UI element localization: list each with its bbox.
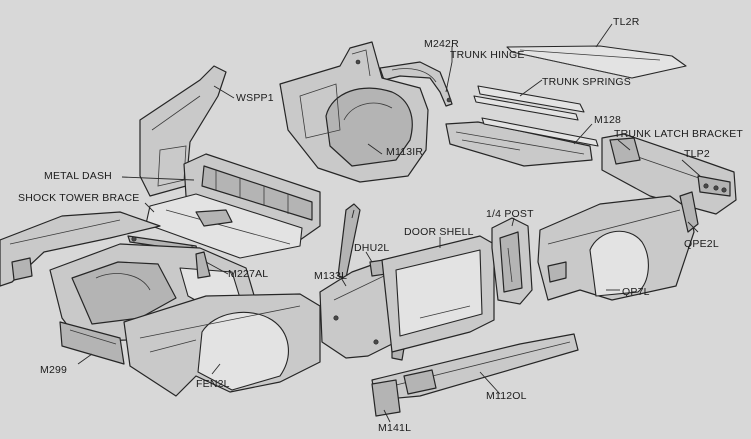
quarter-post-part <box>491 217 533 305</box>
label-m133l: M133L <box>314 270 348 282</box>
rear-inner-structure-part <box>279 41 429 183</box>
metal-dash-part <box>183 153 321 241</box>
label-metal-dash: METAL DASH <box>44 170 112 182</box>
label-fen2l: FEN2L <box>196 378 230 390</box>
label-trunk-latch-bracket: TRUNK LATCH BRACKET <box>614 128 744 140</box>
label-m112ol: M112OL <box>486 390 527 402</box>
trunk-hinge-part <box>379 61 453 107</box>
label-m141l: M141L <box>378 422 412 434</box>
quarter-panel-extension-part <box>679 191 699 233</box>
label-trunk-hinge: TRUNK HINGE <box>450 49 525 61</box>
label-trunk-springs: TRUNK SPRINGS <box>542 76 631 88</box>
front-fender-fen2l-part <box>123 293 321 397</box>
label-qp7l: QP7L <box>622 286 650 298</box>
tail-light-panel-part <box>601 133 737 215</box>
label-qpe2l: QPE2L <box>684 238 719 250</box>
label-m242r: M242R <box>424 38 459 50</box>
label-dhu2l: DHU2L <box>354 242 390 254</box>
leader-lines <box>77 23 701 423</box>
label-tlp2: TLP2 <box>684 148 710 160</box>
label-tl2r: TL2R <box>613 16 640 28</box>
door-hinge-upper-part <box>337 203 361 279</box>
m227al-strut-part <box>195 251 211 279</box>
rocker-inner-part <box>371 379 401 417</box>
quarter-panel-part <box>537 195 695 301</box>
door-shell-part <box>381 235 495 353</box>
radiator-support-part <box>59 321 125 365</box>
front-fender-left-part <box>0 211 161 287</box>
label-m227al: M227AL <box>228 268 269 280</box>
trunk-springs-part <box>473 85 585 121</box>
label-m113ir: M113IR <box>386 146 424 158</box>
label-wspp1: WSPP1 <box>236 92 274 104</box>
label-quarter-post: 1/4 POST <box>486 208 534 220</box>
trunk-lid-part <box>506 45 687 79</box>
label-shock-tower-brace: SHOCK TOWER BRACE <box>18 192 140 204</box>
label-m299: M299 <box>40 364 68 376</box>
trunk-latch-panel-part <box>445 117 599 167</box>
label-door-shell: DOOR SHELL <box>404 226 474 238</box>
label-m128: M128 <box>594 114 622 126</box>
